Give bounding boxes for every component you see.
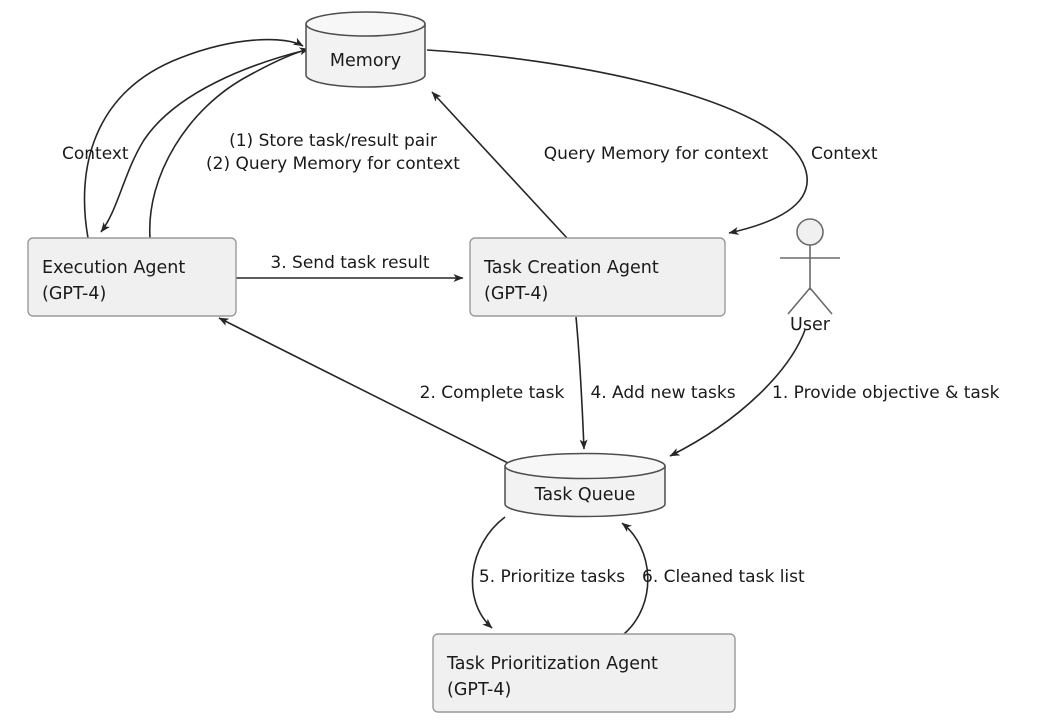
edge-label-context-left: Context: [62, 144, 129, 164]
task-prioritization-agent-label-line1: Task Prioritization Agent: [446, 654, 658, 674]
node-user-actor[interactable]: User: [780, 218, 840, 335]
edge-label-provide-objective-task: 1. Provide objective & task: [772, 383, 1000, 403]
node-execution-agent[interactable]: Execution Agent (GPT-4): [27, 237, 237, 317]
task-prioritization-agent-label-line2: (GPT-4): [447, 680, 511, 700]
edge-label-add-new-tasks: 4. Add new tasks: [590, 383, 735, 403]
node-task-prioritization-agent[interactable]: Task Prioritization Agent (GPT-4): [432, 633, 736, 713]
edge-execution-to-memory-query: [149, 47, 310, 239]
edge-execution-to-memory-store: [83, 37, 304, 239]
edge-label-complete-task: 2. Complete task: [420, 383, 565, 403]
execution-agent-label-line2: (GPT-4): [42, 284, 106, 304]
task-queue-label: Task Queue: [534, 485, 636, 505]
user-legs-icon: [787, 286, 833, 315]
edge-prioritization-to-task-queue: [621, 522, 649, 635]
task-queue-cylinder-top: [504, 452, 666, 480]
memory-cylinder-body: [305, 23, 426, 88]
node-task-creation-agent[interactable]: Task Creation Agent (GPT-4): [469, 237, 726, 317]
edge-label-prioritize-tasks: 5. Prioritize tasks: [479, 567, 625, 587]
task-queue-cylinder-body: [504, 465, 666, 518]
memory-label: Memory: [330, 51, 401, 71]
edge-label-send-task-result: 3. Send task result: [270, 253, 429, 273]
execution-agent-label-line1: Execution Agent: [42, 258, 185, 278]
edge-task-creation-to-task-queue: [575, 316, 588, 450]
edge-label-context-right: Context: [811, 144, 878, 164]
user-label: User: [790, 315, 831, 335]
execution-agent-box: [27, 237, 237, 317]
task-creation-agent-label-line2: (GPT-4): [484, 284, 548, 304]
edge-label-cleaned-task-list: 6. Cleaned task list: [642, 567, 805, 587]
user-head-icon: [796, 218, 824, 246]
node-task-queue[interactable]: Task Queue: [504, 452, 666, 518]
edge-memory-to-task-creation-context: [426, 49, 808, 235]
edge-label-query-memory-creation: Query Memory for context: [544, 144, 769, 164]
edge-label-query-memory-exec: (2) Query Memory for context: [206, 154, 460, 174]
edge-memory-to-execution-context: [100, 49, 307, 233]
node-memory[interactable]: Memory: [305, 11, 426, 88]
memory-cylinder-top: [305, 11, 426, 37]
task-creation-agent-box: [469, 237, 726, 317]
edge-task-creation-to-memory: [431, 91, 568, 239]
edge-task-queue-to-execution: [218, 317, 513, 466]
edge-label-store-task-result-pair: (1) Store task/result pair: [229, 131, 437, 151]
task-prioritization-agent-box: [432, 633, 736, 713]
task-creation-agent-label-line1: Task Creation Agent: [483, 258, 659, 278]
edge-user-to-task-queue: [669, 329, 806, 457]
edge-task-queue-to-prioritization: [471, 516, 506, 629]
